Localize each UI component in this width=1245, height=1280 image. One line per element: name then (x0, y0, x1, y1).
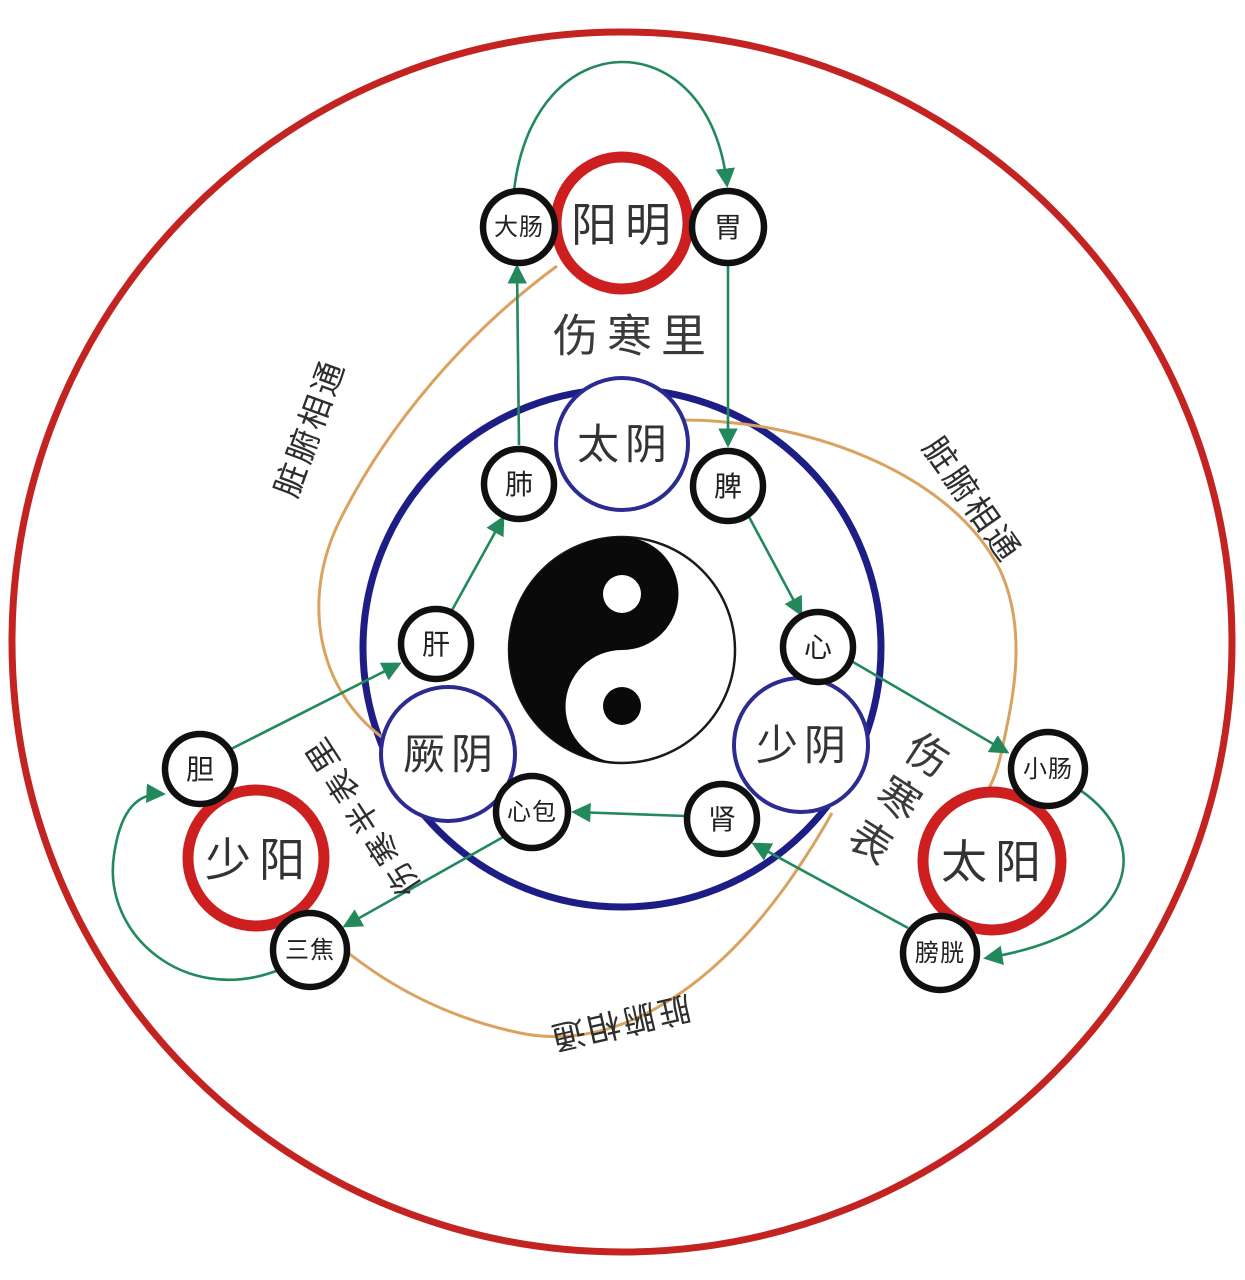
arrow-heart-to-small-intestine (852, 660, 1010, 754)
node-circle-shaoyang (182, 784, 330, 932)
organ-circles (161, 187, 1089, 994)
label-lung: 肺 (504, 469, 534, 500)
flow-arrows (111, 60, 1125, 982)
yin-meridian-circles (379, 376, 870, 823)
yang-meridian-circles (182, 151, 1067, 936)
label-bladder: 膀胱 (915, 940, 965, 967)
arrow-gallbladder-to-liver (230, 662, 402, 751)
label-taiyang: 太阳 (941, 836, 1049, 888)
node-circle-heart (779, 608, 857, 686)
taiji-white-eye (603, 575, 641, 613)
arrow-kidney-to-pericardium (571, 802, 686, 823)
arrow-liver-to-lung (449, 515, 505, 613)
label-pericardium: 心包 (507, 799, 557, 826)
label-spleen: 脾 (713, 471, 743, 502)
zangfu-link-yangming-jueyin (317, 264, 558, 740)
node-circle-lung (480, 445, 558, 523)
label-stomach: 胃 (713, 212, 743, 243)
arrow-small-intestine-to-bladder (983, 788, 1125, 965)
arrow-bladder-to-kidney (751, 842, 909, 930)
label-heart: 心 (803, 632, 833, 663)
arrow-spleen-to-heart (746, 514, 803, 617)
arrow-sanjiao-to-gallbladder (111, 783, 277, 982)
node-circle-pericardium (492, 772, 572, 852)
node-circle-spleen (689, 447, 767, 525)
label-shaoyin: 少阴 (755, 722, 853, 769)
arrow-large-intestine-to-stomach (512, 60, 735, 192)
label-jueyin: 厥阴 (402, 731, 500, 778)
arrow-lung-to-large-intestine (507, 264, 527, 446)
zangfu-link-taiyin-taiyang (675, 418, 1018, 800)
node-circle-sanjiao (269, 909, 351, 991)
label-small-intestine: 小肠 (1023, 756, 1073, 783)
label-kidney: 肾 (707, 804, 737, 835)
label-large-intestine: 大肠 (494, 214, 544, 241)
label-sanjiao: 三焦 (285, 937, 335, 964)
label-cold-damage-interior: 伤寒里 (552, 310, 716, 362)
node-circle-stomach (688, 187, 768, 267)
node-circle-bladder (899, 912, 981, 994)
taiji-yinyang-icon (507, 535, 737, 765)
label-gallbladder: 胆 (185, 754, 215, 785)
node-circle-jueyin (379, 685, 517, 823)
zangfu-link-curves (298, 264, 1018, 1039)
node-circle-taiyin (554, 376, 690, 512)
node-circle-kidney (683, 780, 761, 858)
taiji-black-eye (603, 687, 641, 725)
node-circle-gallbladder (161, 730, 239, 808)
node-circle-taiyang (917, 786, 1067, 936)
node-circle-liver (397, 605, 475, 683)
label-yangming: 阳明 (571, 199, 679, 251)
node-circle-small-intestine (1007, 728, 1089, 810)
zangfu-link-shaoyang-shaoyin (298, 812, 834, 1039)
arrow-pericardium-to-sanjiao (342, 834, 506, 928)
outer-ring (8, 28, 1236, 1256)
node-circle-large-intestine (479, 187, 559, 267)
label-shaoyang: 少阳 (205, 834, 313, 886)
label-taiyin: 太阴 (576, 421, 674, 468)
label-liver: 肝 (421, 629, 451, 660)
